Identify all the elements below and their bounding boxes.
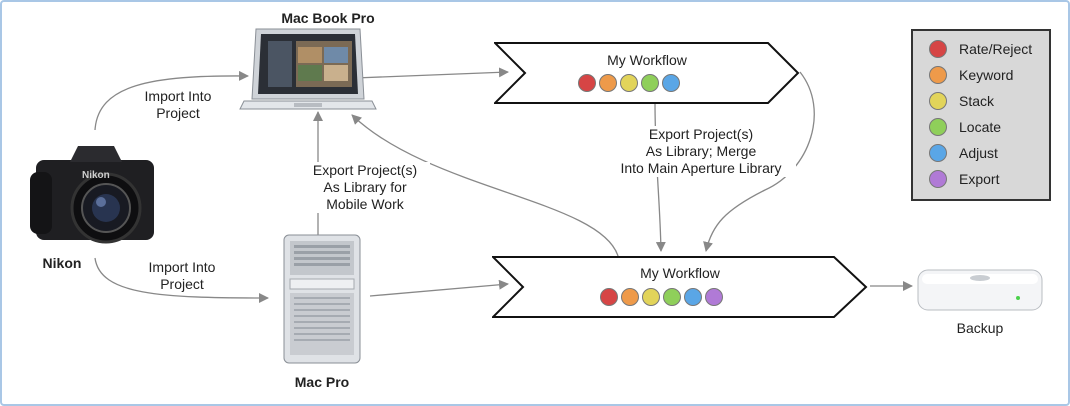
edge-label-import-bottom-line1: Import Into: [148, 259, 216, 275]
edge-top-bottom-2: [703, 71, 815, 252]
edge-label-import-top: Import Into Project: [128, 88, 228, 122]
edge-label-import-bottom-line2: Project: [160, 276, 204, 292]
workflow-bottom-steps: [600, 288, 723, 306]
edge-label-export-mobile-line2: As Library for: [323, 179, 407, 195]
legend-item: Export: [929, 170, 999, 188]
macbook-icon: [239, 28, 377, 110]
legend-item: Locate: [929, 118, 1001, 136]
edge-nikon-macbook: [94, 70, 249, 131]
edge-label-export-merge: Export Project(s) As Library; Merge Into…: [606, 126, 796, 177]
camera-icon: Nikon: [30, 146, 154, 244]
legend-label: Export: [959, 171, 1000, 187]
backup-icon: [917, 269, 1043, 311]
workflow-bottom-step-red-dot: [600, 288, 618, 306]
workflow-top-shape: [494, 42, 800, 104]
edge-label-export-mobile: Export Project(s) As Library for Mobile …: [300, 162, 430, 213]
legend-label: Stack: [959, 93, 995, 109]
nikon-label: Nikon: [42, 255, 82, 271]
workflow-top-step-yellow-dot: [620, 74, 638, 92]
edge-label-export-mobile-line3: Mobile Work: [326, 196, 404, 212]
edge-macbook-top: [354, 67, 509, 79]
workflow-bottom-step-orange-dot: [621, 288, 639, 306]
edge-top-bottom-1: [654, 101, 666, 252]
legend: Rate/Reject Keyword Stack Locate Adjust …: [911, 29, 1051, 201]
edge-label-import-bottom: Import Into Project: [132, 259, 232, 293]
legend-dot-export: [929, 170, 947, 188]
workflow-top-steps: [578, 74, 680, 92]
edge-nikon-macpro: [94, 257, 269, 303]
workflow-bottom-step-purple-dot: [705, 288, 723, 306]
workflow-top-step-blue-dot: [662, 74, 680, 92]
workflow-bottom-title: My Workflow: [640, 265, 720, 281]
legend-dot-rate-reject: [929, 40, 947, 58]
legend-dot-stack: [929, 92, 947, 110]
edge-label-import-top-line1: Import Into: [144, 88, 212, 104]
workflow-top-step-green-dot: [641, 74, 659, 92]
legend-item: Stack: [929, 92, 994, 110]
edge-label-export-merge-line1: Export Project(s): [648, 126, 754, 142]
edge-bottom-macbook: [351, 114, 619, 257]
workflow-top-step-orange-dot: [599, 74, 617, 92]
svg-text:Nikon: Nikon: [82, 170, 110, 181]
backup-label: Backup: [956, 320, 1004, 336]
legend-label: Adjust: [959, 145, 998, 161]
workflow-bottom-step-yellow-dot: [642, 288, 660, 306]
legend-label: Locate: [959, 119, 1002, 135]
workflow-top: My Workflow: [494, 42, 800, 104]
macbook-label: Mac Book Pro: [281, 10, 375, 26]
legend-item: Rate/Reject: [929, 40, 1032, 58]
edge-macpro-bottom: [369, 279, 509, 297]
legend-dot-adjust: [929, 144, 947, 162]
macpro-label: Mac Pro: [294, 374, 350, 390]
macpro-icon: [283, 234, 361, 364]
workflow-bottom-step-blue-dot: [684, 288, 702, 306]
workflow-bottom-shape: [492, 256, 868, 318]
legend-item: Adjust: [929, 144, 998, 162]
workflow-top-title: My Workflow: [607, 52, 687, 68]
workflow-top-step-red-dot: [578, 74, 596, 92]
legend-label: Keyword: [959, 67, 1014, 83]
edge-label-export-merge-line2: As Library; Merge: [645, 143, 757, 159]
legend-label: Rate/Reject: [959, 41, 1033, 57]
edge-label-export-merge-line3: Into Main Aperture Library: [620, 160, 782, 176]
legend-item: Keyword: [929, 66, 1013, 84]
legend-dot-locate: [929, 118, 947, 136]
workflow-bottom: My Workflow: [492, 256, 868, 318]
legend-dot-keyword: [929, 66, 947, 84]
workflow-bottom-step-green-dot: [663, 288, 681, 306]
edge-label-import-top-line2: Project: [156, 105, 200, 121]
edge-label-export-mobile-line1: Export Project(s): [312, 162, 418, 178]
